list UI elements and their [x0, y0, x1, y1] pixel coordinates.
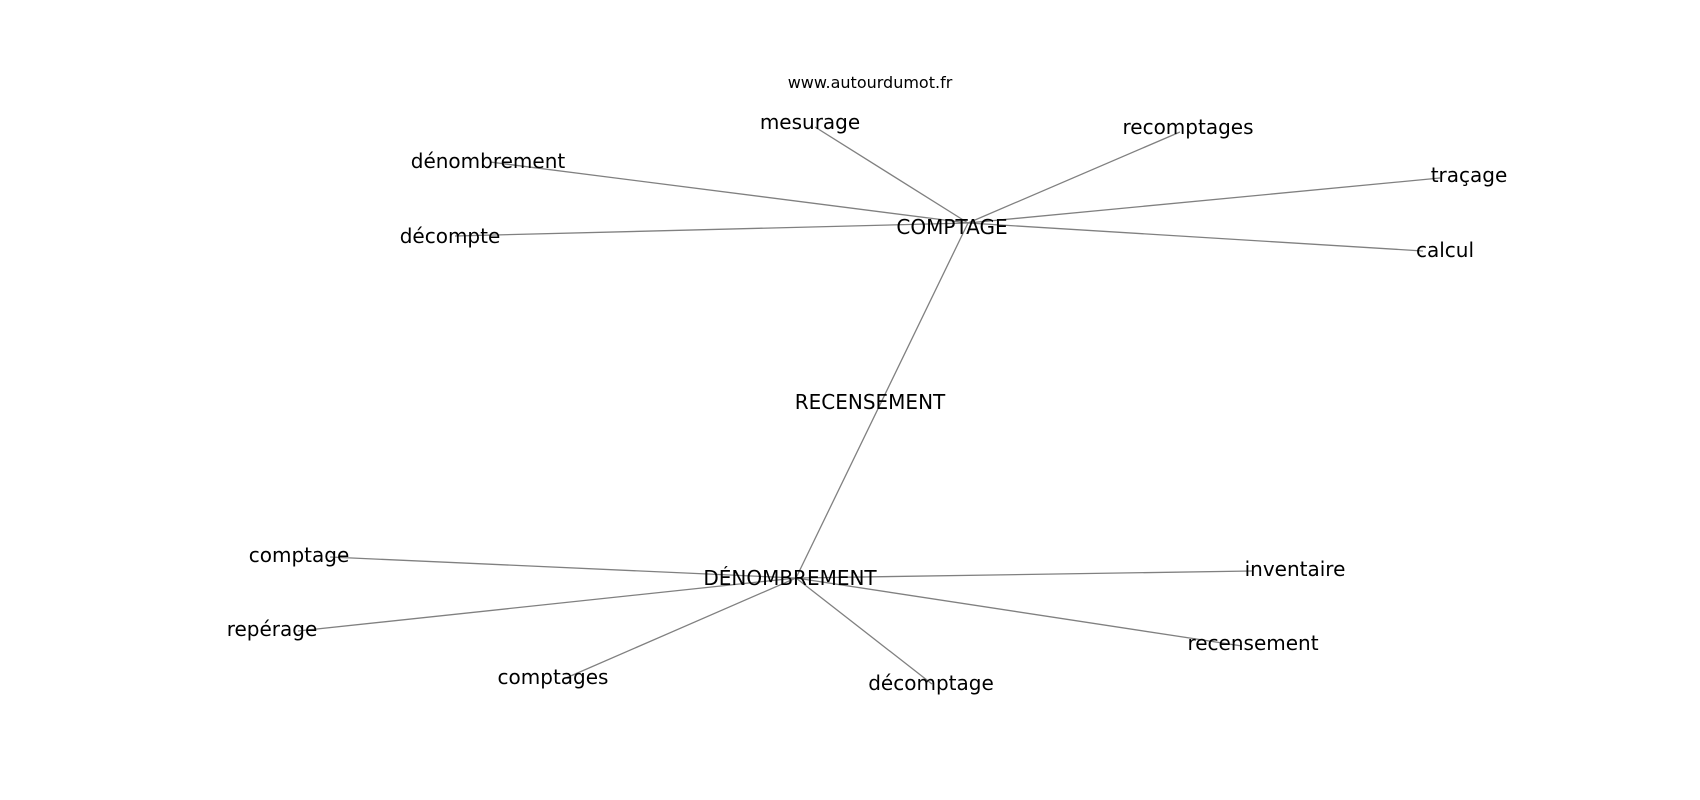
edge-denombrement_hub-comptage: [329, 556, 797, 579]
word-node-calcul[interactable]: calcul: [1416, 238, 1474, 262]
word-node-tracage[interactable]: traçage: [1431, 163, 1508, 187]
edge-comptage_hub-denombrement_hub: [795, 222, 969, 579]
word-node-decompte[interactable]: décompte: [400, 224, 501, 248]
word-node-inventaire[interactable]: inventaire: [1245, 557, 1346, 581]
word-node-mesurage[interactable]: mesurage: [760, 110, 860, 134]
word-node-comptage[interactable]: comptage: [249, 543, 350, 567]
hub-node-comptage[interactable]: COMPTAGE: [896, 215, 1007, 239]
edge-denombrement_hub-decomptage: [795, 577, 933, 685]
word-node-denombrement[interactable]: dénombrement: [411, 149, 566, 173]
edge-comptage_hub-denombrement: [489, 161, 969, 224]
edge-denombrement_hub-reperage: [297, 577, 797, 632]
center-word-recensement[interactable]: RECENSEMENT: [795, 390, 946, 414]
edge-comptage_hub-calcul: [967, 222, 1424, 252]
edge-denombrement_hub-recensement: [795, 577, 1243, 647]
edge-denombrement_hub-inventaire: [795, 570, 1253, 579]
hub-node-denombrement[interactable]: DÉNOMBREMENT: [703, 566, 877, 590]
word-node-reperage[interactable]: repérage: [227, 617, 318, 641]
word-node-recomptages[interactable]: recomptages: [1122, 115, 1253, 139]
edge-comptage_hub-mesurage: [814, 126, 969, 224]
edge-comptage_hub-tracage: [967, 177, 1441, 224]
source-label: www.autourdumot.fr: [788, 73, 953, 92]
word-node-recensement[interactable]: recensement: [1187, 631, 1318, 655]
word-node-comptages[interactable]: comptages: [498, 665, 609, 689]
graph-edges: [297, 126, 1441, 685]
word-node-decomptage[interactable]: décomptage: [868, 671, 994, 695]
edge-comptage_hub-recomptages: [967, 131, 1181, 224]
edge-denombrement_hub-comptages: [565, 577, 797, 679]
edge-comptage_hub-decompte: [454, 222, 969, 237]
